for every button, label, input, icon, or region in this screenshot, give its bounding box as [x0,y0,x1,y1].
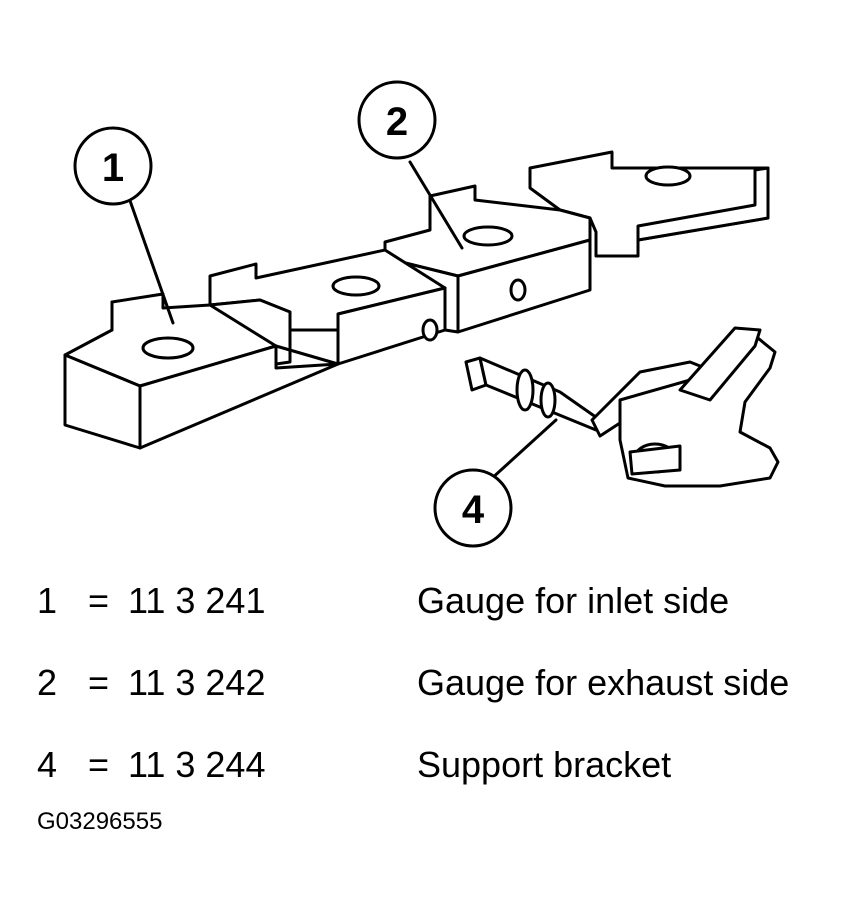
legend-row: 1 = 11 3 241 Gauge for inlet side [0,576,865,626]
legend-description: Gauge for exhaust side [417,662,790,703]
callout-1-leader [126,193,175,325]
callout-4-leader [488,418,558,482]
legend-item-number: 2 [37,662,58,703]
legend-row: 2 = 11 3 242 Gauge for exhaust side [0,658,865,708]
legend-part-number: 11 3 242 [128,662,266,703]
exhaust-rear-pin-hole [644,165,692,187]
tool-illustration: 1 2 4 [63,80,780,548]
inlet-front-pin-hole [141,336,195,360]
legend-description: Support bracket [417,744,672,785]
legend-equals: = [88,662,110,703]
callout-1-circle [73,126,153,206]
legend-part-number: 11 3 241 [128,580,266,621]
callout-4: 4 [433,468,513,548]
callout-2-circle [357,80,437,160]
callout-4-circle [433,468,513,548]
exhaust-side-hole [509,278,527,302]
legend-equals: = [88,744,110,785]
callout-1: 1 [73,126,153,206]
legend-item-number: 4 [37,744,58,785]
legend-description: Gauge for inlet side [417,580,730,621]
legend-item-number: 1 [37,580,58,621]
inlet-side-hole [421,318,439,342]
legend-row: 4 = 11 3 244 Support bracket [0,740,865,790]
callout-2-label: 2 [386,100,408,144]
inlet-gauge-front-block [63,292,340,450]
support-bracket [464,326,780,488]
exhaust-front-pin-hole [462,225,514,247]
callout-1-label: 1 [102,146,124,190]
legend-part-number: 11 3 244 [128,744,266,785]
callout-2-leader [408,160,464,250]
figure-id: G03296555 [37,808,163,835]
exhaust-gauge-rear-block [528,150,770,258]
callout-4-label: 4 [462,488,485,532]
legend-equals: = [88,580,110,621]
inlet-rear-pin-hole [331,275,381,297]
callout-2: 2 [357,80,437,160]
